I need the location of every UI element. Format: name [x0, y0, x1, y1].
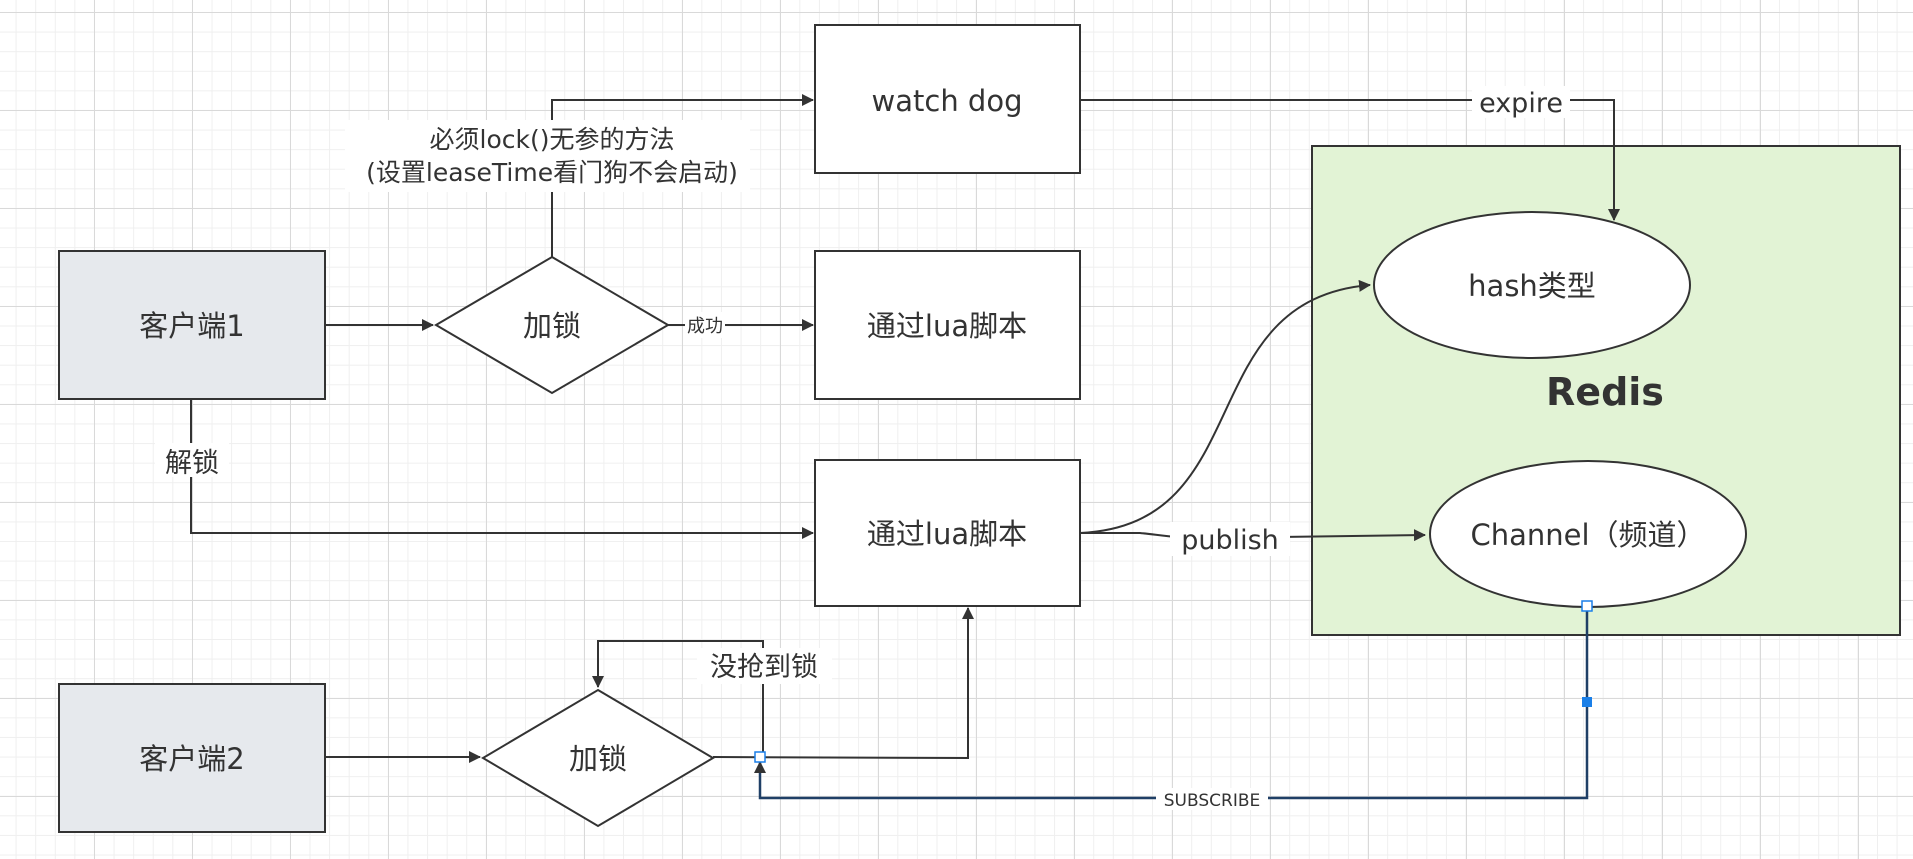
node-channel[interactable]: Channel（频道）	[1429, 460, 1747, 608]
svg-text:hash类型: hash类型	[1468, 269, 1596, 303]
label-success: 成功	[687, 316, 723, 337]
edge-unlock-hash[interactable]	[1079, 279, 1371, 534]
node-watchdog[interactable]: watch dog	[814, 24, 1081, 174]
edge-handles[interactable]	[754, 600, 1593, 763]
svg-text:客户端1: 客户端1	[139, 309, 244, 343]
node-client1[interactable]: 客户端1	[58, 250, 326, 400]
edge-client1-unlock[interactable]	[190, 399, 814, 539]
edge-labels: 成功 expire 解锁 publish 没抢到锁 SUBSCRIBE 必须lo…	[155, 86, 1570, 811]
edge-lock2-lua[interactable]	[712, 607, 974, 760]
svg-text:客户端2: 客户端2	[139, 742, 244, 776]
edge-lock2-retry[interactable]	[592, 640, 764, 757]
edge-watchdog-hash[interactable]	[1080, 99, 1620, 221]
handle-mid[interactable]	[1582, 697, 1592, 707]
handle-end[interactable]	[754, 751, 766, 763]
note-line-1: 必须lock()无参的方法	[430, 125, 675, 154]
label-subscribe: SUBSCRIBE	[1164, 791, 1261, 811]
node-client2[interactable]: 客户端2	[58, 683, 326, 833]
label-no-lock: 没抢到锁	[710, 652, 818, 683]
node-lua-lock[interactable]: 通过lua脚本	[814, 250, 1081, 400]
svg-text:Channel（频道）: Channel（频道）	[1470, 518, 1705, 552]
svg-text:加锁: 加锁	[569, 742, 627, 776]
node-hash[interactable]: hash类型	[1373, 211, 1691, 359]
edge-lock1-watchdog[interactable]	[551, 94, 814, 257]
svg-text:watch dog: watch dog	[872, 84, 1023, 118]
node-lock2[interactable]: 加锁	[481, 688, 715, 828]
node-lock1[interactable]: 加锁	[434, 255, 670, 395]
label-expire: expire	[1479, 88, 1563, 119]
handle-start[interactable]	[1581, 600, 1593, 612]
label-unlock: 解锁	[165, 448, 219, 479]
note-line-2: (设置leaseTime看门狗不会启动)	[366, 158, 738, 187]
label-publish: publish	[1181, 525, 1279, 556]
svg-text:加锁: 加锁	[523, 309, 581, 343]
svg-text:通过lua脚本: 通过lua脚本	[867, 309, 1027, 343]
redis-label: Redis	[1546, 370, 1664, 414]
node-lua-unlock[interactable]: 通过lua脚本	[814, 459, 1081, 607]
svg-text:通过lua脚本: 通过lua脚本	[867, 517, 1027, 551]
